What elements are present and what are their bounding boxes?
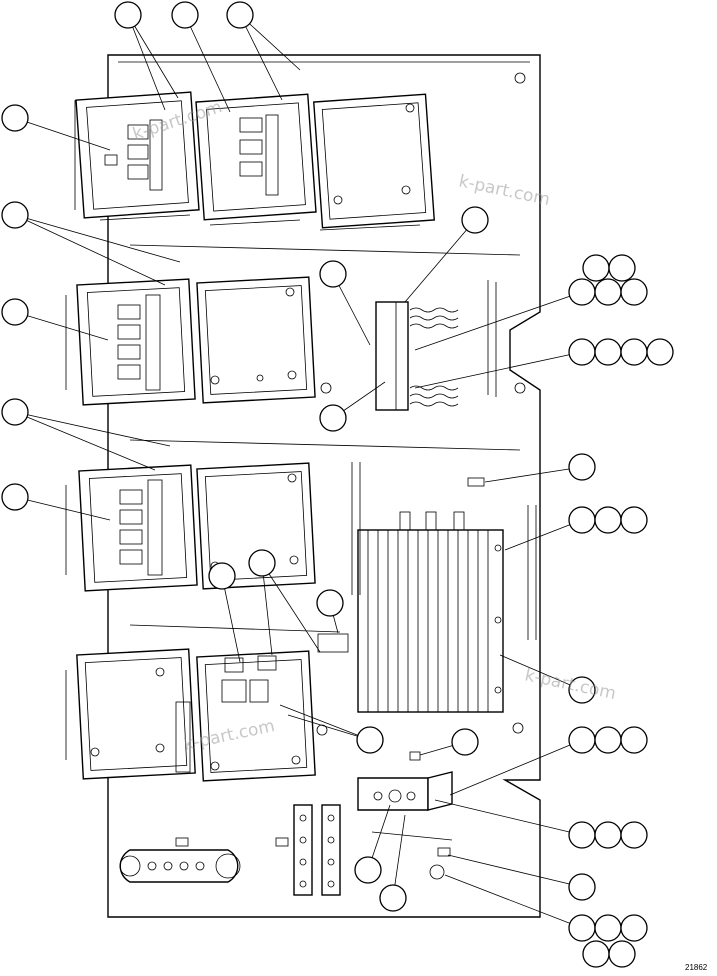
callout-43 xyxy=(582,940,610,968)
figure-number: 21862 xyxy=(685,963,708,972)
callout-4 xyxy=(1,104,29,132)
callout-31 xyxy=(568,726,596,754)
bus-bar xyxy=(119,837,241,883)
cover-module-top-right xyxy=(312,93,436,231)
callout-3 xyxy=(226,1,254,29)
relay-module-top-left xyxy=(74,91,200,221)
callout-38 xyxy=(568,873,596,901)
watermark-text: k-part.com xyxy=(523,665,618,704)
callout-21 xyxy=(568,453,596,481)
callout-44 xyxy=(608,940,636,968)
callout-30 xyxy=(451,728,479,756)
callout-41 xyxy=(594,914,622,942)
callout-15 xyxy=(594,278,622,306)
base-plate xyxy=(107,54,541,918)
callout-10 xyxy=(319,260,347,288)
callout-19 xyxy=(620,338,648,366)
callout-7 xyxy=(1,398,29,426)
resistor-assembly xyxy=(375,280,497,411)
callout-16 xyxy=(620,278,648,306)
callout-32 xyxy=(594,726,622,754)
callout-circles xyxy=(1,1,674,968)
callout-28 xyxy=(568,676,596,704)
controller-heatsink xyxy=(351,462,537,713)
callout-29 xyxy=(356,726,384,754)
callout-34 xyxy=(568,821,596,849)
callout-17 xyxy=(568,338,596,366)
callout-37 xyxy=(354,856,382,884)
callout-9 xyxy=(461,206,489,234)
callout-13 xyxy=(608,254,636,282)
relay-module-row3-left xyxy=(65,464,198,592)
relay-module-row2-left xyxy=(65,278,196,406)
callout-2 xyxy=(171,1,199,29)
fittings xyxy=(316,72,526,880)
cover-module-row2-right xyxy=(196,276,316,404)
callout-1 xyxy=(114,1,142,29)
callout-27 xyxy=(316,589,344,617)
callout-42 xyxy=(620,914,648,942)
callout-39 xyxy=(379,884,407,912)
relay-module-top-middle xyxy=(195,93,317,226)
callout-20 xyxy=(646,338,674,366)
leader-lines xyxy=(14,14,583,929)
callout-24 xyxy=(620,506,648,534)
cover-module-bottom-left xyxy=(65,648,196,780)
callout-36 xyxy=(620,821,648,849)
callout-26 xyxy=(248,549,276,577)
watermark-text: k-part.com xyxy=(457,171,552,210)
callout-11 xyxy=(319,404,347,432)
terminal-strips xyxy=(275,804,341,896)
callout-14 xyxy=(568,278,596,306)
relay-module-bottom-middle xyxy=(196,633,349,782)
terminal-bracket xyxy=(357,751,453,841)
callout-8 xyxy=(1,483,29,511)
cover-module-row3-right xyxy=(196,462,316,590)
callout-33 xyxy=(620,726,648,754)
callout-6 xyxy=(1,298,29,326)
callout-35 xyxy=(594,821,622,849)
callout-23 xyxy=(594,506,622,534)
callout-22 xyxy=(568,506,596,534)
callout-18 xyxy=(594,338,622,366)
callout-12 xyxy=(582,254,610,282)
callout-25 xyxy=(208,562,236,590)
callout-40 xyxy=(568,914,596,942)
callout-5 xyxy=(1,201,29,229)
